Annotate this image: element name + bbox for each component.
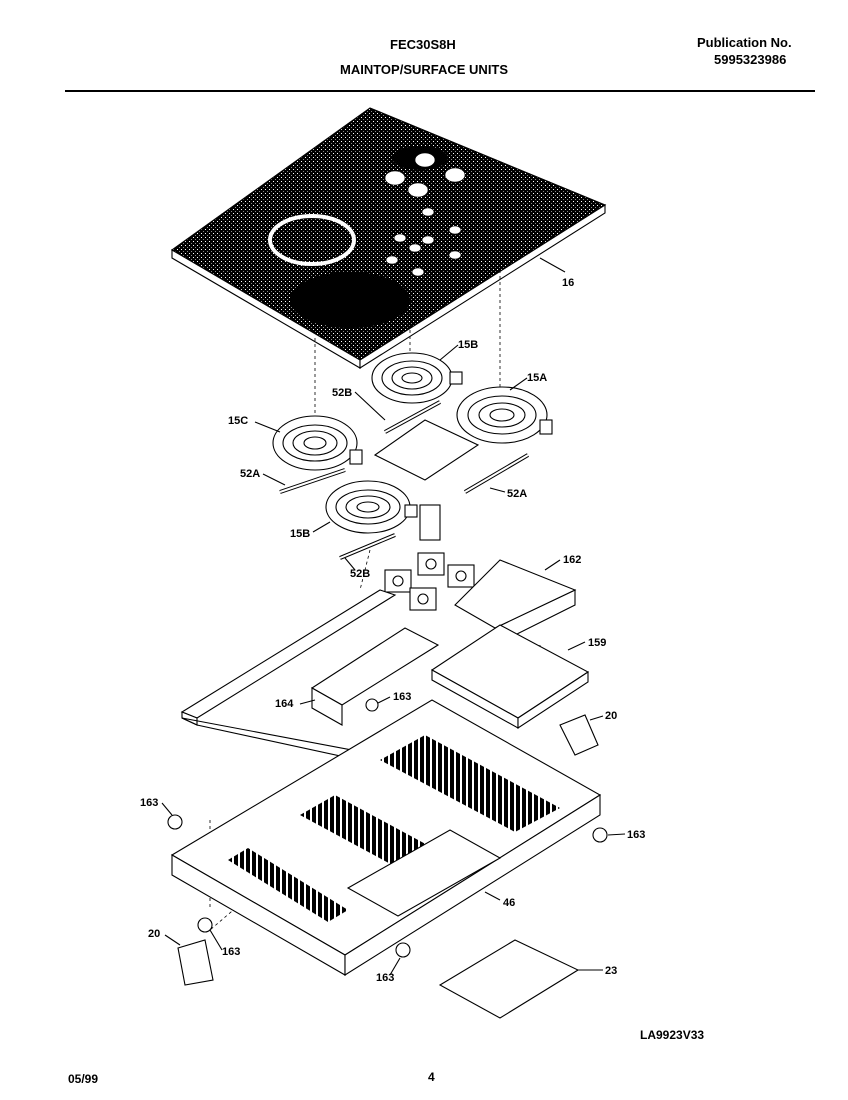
callout-52A-left: 52A <box>240 468 260 480</box>
glass-cooktop <box>170 107 607 369</box>
section-title: MAINTOP/SURFACE UNITS <box>340 62 509 77</box>
header-rule <box>65 90 815 92</box>
surface-unit-15B-bottom <box>325 480 418 534</box>
callout-163-center: 163 <box>393 691 411 703</box>
callout-163-bottom-left: 163 <box>222 946 240 958</box>
callout-15A: 15A <box>527 372 547 384</box>
callout-52B-top: 52B <box>332 387 352 399</box>
callout-164: 164 <box>275 698 294 710</box>
publication-number: 5995323986 <box>714 52 787 67</box>
callout-46: 46 <box>503 897 515 909</box>
page-number: 4 <box>428 1070 435 1084</box>
callout-20-right: 20 <box>605 710 617 722</box>
callout-15B-top: 15B <box>458 339 478 351</box>
callout-163-left: 163 <box>140 797 158 809</box>
callout-162: 162 <box>563 554 581 566</box>
leader-lines <box>161 344 626 976</box>
terminal-block-plate <box>373 419 480 481</box>
cover-plate-23 <box>438 939 580 1019</box>
publication-label: Publication No. <box>697 35 792 50</box>
callout-52B-bottom: 52B <box>350 568 370 580</box>
wire-leads <box>279 400 530 560</box>
footer-date: 05/99 <box>68 1072 99 1086</box>
support-frame <box>180 589 590 771</box>
surface-unit-15B-top <box>371 352 463 404</box>
model-number: FEC30S8H <box>390 37 456 52</box>
callout-15C: 15C <box>228 415 248 427</box>
callout-16: 16 <box>562 277 574 289</box>
callout-163-bottom: 163 <box>376 972 394 984</box>
grommets-163 <box>167 698 608 958</box>
control-knob-holes <box>384 152 466 277</box>
callout-52A-right: 52A <box>507 488 527 500</box>
callout-23: 23 <box>605 965 617 977</box>
infinite-switches <box>384 504 475 611</box>
diagram-id: LA9923V33 <box>640 1028 705 1042</box>
bracket-20-left <box>177 939 214 986</box>
bracket-20-right <box>559 714 599 756</box>
callout-159: 159 <box>588 637 606 649</box>
surface-unit-15C <box>272 415 363 471</box>
surface-unit-15A <box>456 386 553 444</box>
callout-15B-bottom: 15B <box>290 528 310 540</box>
callout-163-right: 163 <box>627 829 645 841</box>
callout-20-left: 20 <box>148 928 160 940</box>
main-top-box-46 <box>170 699 602 976</box>
